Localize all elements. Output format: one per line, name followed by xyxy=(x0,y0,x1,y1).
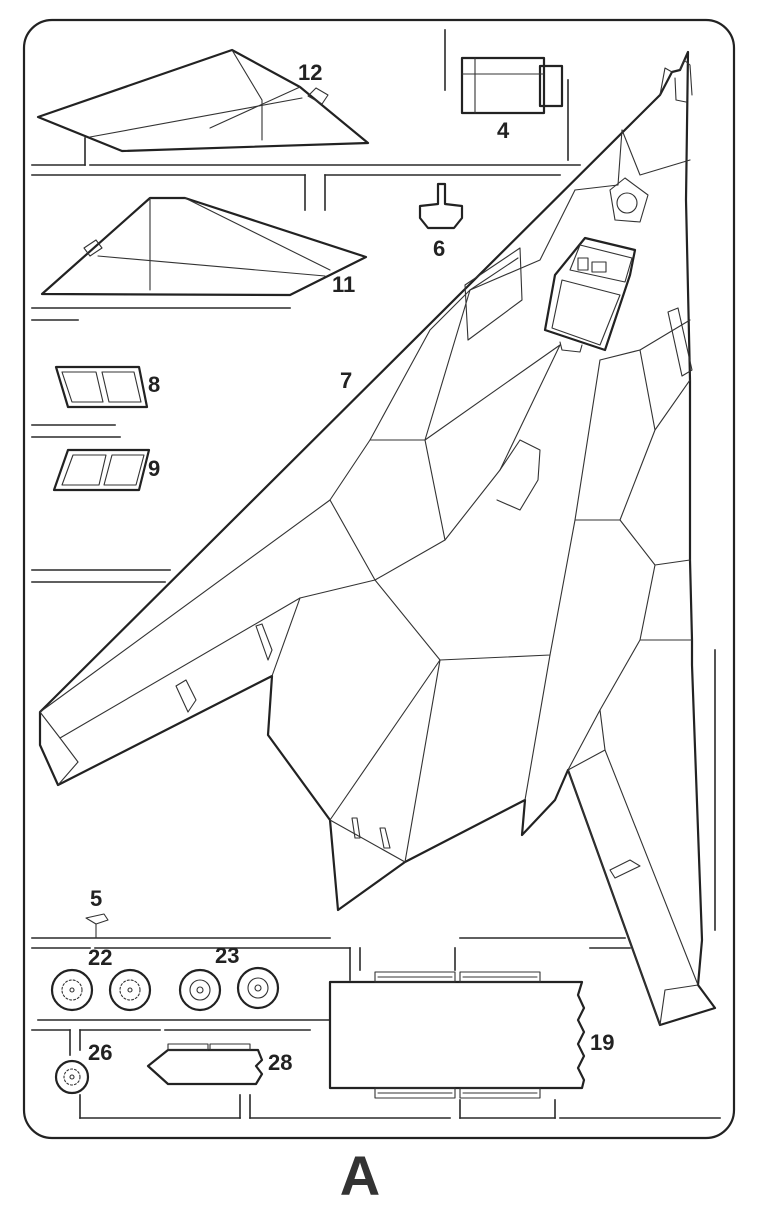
label-part-5: 5 xyxy=(90,886,102,911)
part-22-wheels xyxy=(50,968,152,1012)
label-part-12: 12 xyxy=(298,60,322,85)
label-part-7: 7 xyxy=(340,368,352,393)
part-26-wheel xyxy=(54,1059,90,1095)
label-part-23: 23 xyxy=(215,943,239,968)
part-8-canopy-frame xyxy=(54,365,149,409)
part-4-block xyxy=(460,56,564,115)
part-12-tail-fin xyxy=(36,48,370,153)
part-19-panel xyxy=(328,971,586,1099)
part-5-pin xyxy=(85,913,109,939)
label-part-11: 11 xyxy=(332,272,355,297)
part-11-tail-fin xyxy=(40,196,368,297)
part-23-wheels xyxy=(178,966,280,1012)
label-part-8: 8 xyxy=(148,372,160,397)
label-part-19: 19 xyxy=(590,1030,614,1055)
sprue-runners xyxy=(31,29,721,1119)
label-part-9: 9 xyxy=(148,456,160,481)
label-part-4: 4 xyxy=(497,118,510,143)
label-part-28: 28 xyxy=(268,1050,292,1075)
sprue-letter: A xyxy=(340,1144,380,1207)
sprue-frame-outer xyxy=(22,18,736,1140)
label-part-22: 22 xyxy=(88,945,112,970)
part-7-aircraft-fuselage xyxy=(38,50,717,1027)
label-part-26: 26 xyxy=(88,1040,112,1065)
part-28-door xyxy=(146,1043,264,1086)
part-6-hook xyxy=(418,182,464,230)
label-part-6: 6 xyxy=(433,236,445,261)
part-9-canopy-frame xyxy=(52,448,151,492)
